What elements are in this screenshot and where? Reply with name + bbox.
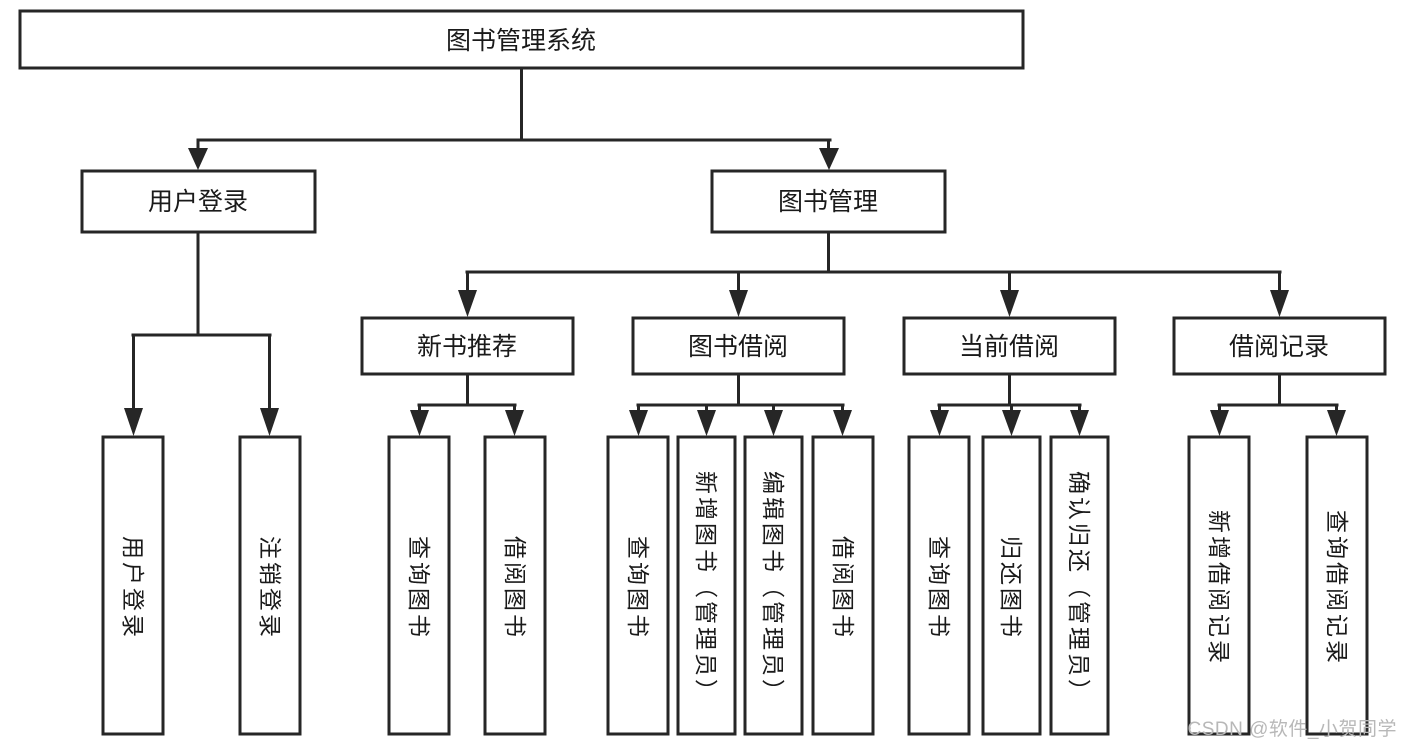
node-borrow-record[interactable]: 借阅记录 xyxy=(1172,316,1387,376)
node-leaf-edit-book-admin-label: 编辑图书（管理员） xyxy=(760,471,786,705)
node-leaf-logout-box[interactable] xyxy=(238,435,302,736)
arrow-head-leaf-add-book-admin xyxy=(697,410,716,436)
node-leaf-edit-book-admin-box[interactable] xyxy=(743,435,804,736)
node-current-borrow[interactable]: 当前借阅 xyxy=(902,316,1117,376)
connector-layer xyxy=(124,66,1346,436)
node-book-borrow[interactable]: 图书借阅 xyxy=(631,316,846,376)
node-borrow-record-box[interactable] xyxy=(1172,316,1387,376)
node-leaf-edit-book-admin[interactable]: 编辑图书（管理员） xyxy=(743,435,804,736)
node-leaf-query-borrow-record-label: 查询借阅记录 xyxy=(1324,510,1350,666)
node-leaf-query-book-new[interactable]: 查询图书 xyxy=(387,435,451,736)
node-leaf-query-book-current-box[interactable] xyxy=(907,435,971,736)
node-leaf-return-book-box[interactable] xyxy=(981,435,1042,736)
node-user-login-label: 用户登录 xyxy=(148,188,248,216)
node-root-label: 图书管理系统 xyxy=(446,27,596,55)
node-leaf-logout-label: 注销登录 xyxy=(257,536,283,640)
node-book-borrow-label: 图书借阅 xyxy=(688,333,788,361)
node-leaf-logout[interactable]: 注销登录 xyxy=(238,435,302,736)
node-leaf-add-borrow-record[interactable]: 新增借阅记录 xyxy=(1187,435,1251,736)
node-leaf-borrow-book-box[interactable] xyxy=(811,435,875,736)
arrow-head-leaf-query-borrow-record xyxy=(1327,410,1346,436)
arrow-head-leaf-query-book-current xyxy=(930,410,949,436)
arrow-head-leaf-user-login xyxy=(124,408,143,436)
node-leaf-user-login[interactable]: 用户登录 xyxy=(101,435,165,736)
node-leaf-query-book-current[interactable]: 查询图书 xyxy=(907,435,971,736)
node-borrow-record-label: 借阅记录 xyxy=(1229,333,1329,361)
node-leaf-borrow-book-new[interactable]: 借阅图书 xyxy=(483,435,547,736)
node-leaf-borrow-book-new-box[interactable] xyxy=(483,435,547,736)
node-leaf-user-login-label: 用户登录 xyxy=(120,536,146,640)
node-leaf-borrow-book[interactable]: 借阅图书 xyxy=(811,435,875,736)
node-book-management-label: 图书管理 xyxy=(778,188,878,216)
node-leaf-add-book-admin-label: 新增图书（管理员） xyxy=(693,471,719,705)
arrow-head-book-management xyxy=(819,148,839,170)
node-current-borrow-box[interactable] xyxy=(902,316,1117,376)
node-leaf-add-book-admin-box[interactable] xyxy=(676,435,737,736)
node-new-book-recommend[interactable]: 新书推荐 xyxy=(360,316,575,376)
node-leaf-query-borrow-record[interactable]: 查询借阅记录 xyxy=(1305,435,1369,736)
node-leaf-user-login-box[interactable] xyxy=(101,435,165,736)
arrow-head-new-book-recommend xyxy=(458,290,477,317)
node-leaf-confirm-return-admin-label: 确认归还（管理员） xyxy=(1066,471,1092,705)
node-leaf-return-book[interactable]: 归还图书 xyxy=(981,435,1042,736)
arrow-head-leaf-edit-book-admin xyxy=(764,410,783,436)
node-leaf-query-borrow-record-box[interactable] xyxy=(1305,435,1369,736)
arrow-head-leaf-logout xyxy=(260,408,279,436)
node-leaf-query-book-current-label: 查询图书 xyxy=(926,536,952,640)
arrow-head-leaf-query-book-new xyxy=(410,410,429,436)
node-leaf-confirm-return-admin[interactable]: 确认归还（管理员） xyxy=(1049,435,1110,736)
node-leaf-add-borrow-record-label: 新增借阅记录 xyxy=(1206,510,1232,666)
arrow-head-current-borrow xyxy=(1000,290,1019,317)
node-book-management[interactable]: 图书管理 xyxy=(710,169,947,234)
node-leaf-query-book-borrow[interactable]: 查询图书 xyxy=(606,435,670,736)
node-leaf-query-book-new-label: 查询图书 xyxy=(406,536,432,640)
node-leaf-query-book-borrow-box[interactable] xyxy=(606,435,670,736)
node-leaf-query-book-borrow-label: 查询图书 xyxy=(625,536,651,640)
node-current-borrow-label: 当前借阅 xyxy=(959,333,1059,361)
node-leaf-borrow-book-new-label: 借阅图书 xyxy=(502,536,528,640)
arrow-head-book-borrow xyxy=(729,290,748,317)
node-user-login-box[interactable] xyxy=(80,169,317,234)
node-new-book-recommend-label: 新书推荐 xyxy=(417,333,517,361)
arrow-head-borrow-record xyxy=(1270,290,1289,317)
arrow-head-user-login xyxy=(188,148,208,170)
arrow-head-leaf-add-borrow-record xyxy=(1210,410,1229,436)
node-root[interactable]: 图书管理系统 xyxy=(18,9,1025,70)
node-book-management-box[interactable] xyxy=(710,169,947,234)
node-leaf-return-book-label: 归还图书 xyxy=(998,536,1024,640)
node-leaf-confirm-return-admin-box[interactable] xyxy=(1049,435,1110,736)
arrow-head-leaf-return-book xyxy=(1002,410,1021,436)
node-new-book-recommend-box[interactable] xyxy=(360,316,575,376)
node-leaf-query-book-new-box[interactable] xyxy=(387,435,451,736)
arrow-head-leaf-borrow-book xyxy=(833,410,852,436)
arrow-head-leaf-confirm-return-admin xyxy=(1070,410,1089,436)
node-leaf-add-book-admin[interactable]: 新增图书（管理员） xyxy=(676,435,737,736)
node-user-login[interactable]: 用户登录 xyxy=(80,169,317,234)
arrow-head-leaf-borrow-book-new xyxy=(505,410,524,436)
node-root-box[interactable] xyxy=(18,9,1025,70)
node-leaf-borrow-book-label: 借阅图书 xyxy=(830,536,856,640)
node-leaf-add-borrow-record-box[interactable] xyxy=(1187,435,1251,736)
node-book-borrow-box[interactable] xyxy=(631,316,846,376)
arrow-head-leaf-query-book-borrow xyxy=(629,410,648,436)
